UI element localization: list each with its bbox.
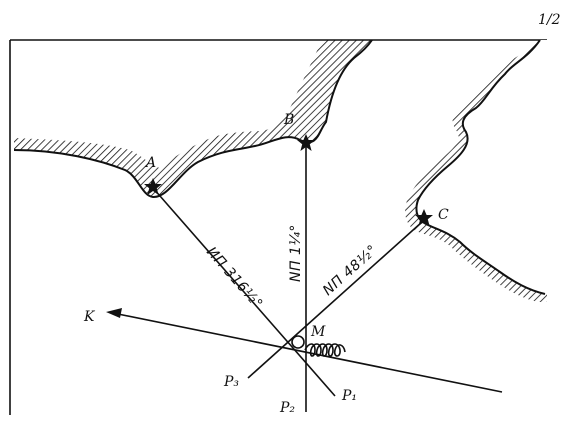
position-line-p1-label: P₁ [341, 388, 357, 404]
bearing-label-c: NП 48½° [320, 242, 381, 299]
course-arrowhead [106, 308, 122, 318]
corner-label: 1/2 [538, 12, 561, 28]
landmark-c-star-icon [415, 209, 433, 226]
bearing-line-c [247, 221, 423, 379]
fix-label: M [310, 324, 326, 340]
chart-frame [9, 39, 547, 415]
bearing-line-a [152, 187, 336, 397]
position-line-p3-label: P₃ [223, 374, 239, 390]
fix-point-icon [291, 335, 305, 349]
landmark-b-label: B [283, 112, 294, 128]
landmark-b-star-icon [297, 134, 315, 151]
coastline-right [405, 39, 547, 302]
position-line-p2-label: P₂ [279, 400, 295, 416]
landmark-a-star-icon [144, 178, 162, 195]
bearing-label-b: NП 1¼° [288, 224, 304, 282]
course-label: K [83, 309, 96, 325]
coastline-left [13, 39, 373, 199]
landmark-c-label: C [438, 207, 449, 223]
wake-icon [304, 343, 346, 357]
bearing-label-a: ИП 316½° [203, 244, 266, 312]
landmark-a-label: A [144, 155, 156, 171]
